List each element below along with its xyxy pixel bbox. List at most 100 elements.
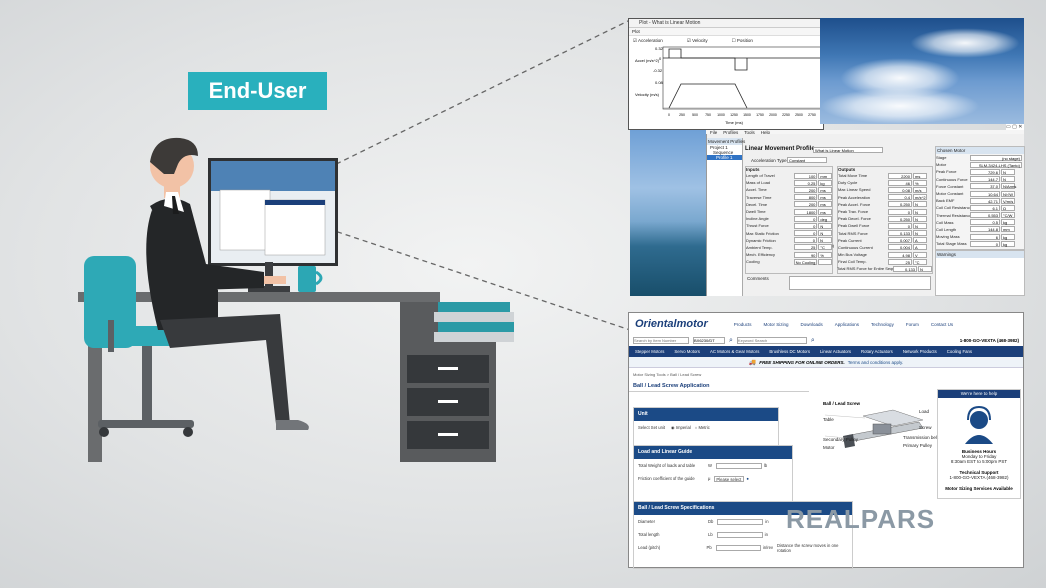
output-value[interactable]: 0: [888, 222, 912, 229]
input-value[interactable]: 200: [794, 201, 818, 208]
top-nav-link[interactable]: Motor Sizing: [763, 321, 789, 327]
diameter-input[interactable]: [717, 518, 764, 525]
shipping-terms-link[interactable]: Terms and conditions apply.: [847, 359, 904, 365]
output-unit[interactable]: °C: [913, 258, 927, 265]
tree-item[interactable]: Sequence: [713, 150, 734, 155]
lead-input[interactable]: [715, 544, 761, 551]
input-value[interactable]: 0: [794, 222, 818, 229]
input-unit[interactable]: mm: [818, 172, 832, 179]
radio-metric[interactable]: ○ Metric: [694, 425, 710, 430]
input-unit[interactable]: [818, 258, 832, 265]
category-nav-link[interactable]: Servo Motors: [674, 349, 700, 354]
info-icon[interactable]: ●: [746, 476, 749, 481]
menu-tools[interactable]: Tools: [744, 130, 755, 135]
output-value[interactable]: 0.007: [888, 237, 912, 244]
sizing-services[interactable]: Motor Sizing Services Available: [945, 486, 1013, 491]
category-nav-link[interactable]: Cooling Fans: [946, 349, 973, 354]
output-value[interactable]: 46: [888, 179, 912, 186]
output-unit[interactable]: N: [913, 201, 927, 208]
input-value[interactable]: 0: [794, 215, 818, 222]
output-unit[interactable]: m/s^2: [913, 194, 927, 201]
input-unit[interactable]: %: [818, 251, 832, 258]
menu-file[interactable]: File: [710, 130, 718, 135]
top-nav-link[interactable]: Technology: [871, 321, 894, 327]
output-unit[interactable]: N: [913, 222, 927, 229]
checkbox-velocity[interactable]: ☑ Velocity: [686, 38, 708, 43]
item-search-input[interactable]: [633, 337, 689, 344]
input-unit[interactable]: °C: [818, 244, 832, 251]
input-value[interactable]: 25: [794, 244, 818, 251]
input-unit[interactable]: ms: [818, 201, 832, 208]
top-nav-link[interactable]: Applications: [834, 321, 860, 327]
input-unit[interactable]: ms: [818, 186, 832, 193]
category-nav-link[interactable]: Network Products: [902, 349, 937, 354]
output-unit[interactable]: m/s: [913, 186, 927, 193]
output-unit[interactable]: N: [913, 230, 927, 237]
input-unit[interactable]: deg: [818, 215, 832, 222]
window-controls[interactable]: ▭ ▢ ✕: [1006, 124, 1024, 132]
input-value[interactable]: 200: [794, 186, 818, 193]
menu-help[interactable]: Help: [760, 130, 771, 135]
output-value[interactable]: 2200: [888, 172, 912, 179]
top-nav-link[interactable]: Contact Us: [930, 321, 954, 327]
output-unit[interactable]: V: [913, 251, 927, 258]
output-value[interactable]: 0.133: [888, 230, 912, 237]
input-value[interactable]: 1800: [794, 208, 818, 215]
plot-menu[interactable]: Plot: [629, 28, 823, 36]
friction-select[interactable]: Please select: [714, 475, 745, 482]
category-nav-link[interactable]: AC Motors & Gear Motors: [709, 349, 760, 354]
output-value[interactable]: 0.08: [888, 186, 912, 193]
output-unit[interactable]: A: [913, 237, 927, 244]
output-value[interactable]: 0.250: [888, 215, 912, 222]
input-unit[interactable]: ms: [818, 208, 832, 215]
model-select[interactable]: BX6230/DT: [693, 337, 725, 344]
radio-imperial[interactable]: ◉ Imperial: [671, 425, 691, 430]
input-value[interactable]: 90: [794, 251, 818, 258]
support-phone[interactable]: 1-800-GO-VEXTA (468-3982): [949, 475, 1009, 480]
breadcrumb[interactable]: Motor Sizing Tools > Ball / Lead Screw: [633, 372, 702, 377]
input-unit[interactable]: N: [818, 222, 832, 229]
input-unit[interactable]: kg: [818, 179, 832, 186]
search-icon[interactable]: ⌕: [729, 336, 733, 344]
profile-name-input[interactable]: What is Linear Motion: [813, 147, 883, 153]
top-nav-link[interactable]: Forum: [905, 321, 919, 327]
output-value[interactable]: 4.98: [888, 251, 912, 258]
length-input[interactable]: [716, 531, 763, 538]
output-value[interactable]: 0: [888, 208, 912, 215]
motor-field-value[interactable]: SLM-3424-LHS (Tanto): [970, 161, 1022, 168]
menu-profiles[interactable]: Profiles: [723, 130, 739, 135]
accel-type-select[interactable]: Constant: [787, 157, 827, 163]
weight-input[interactable]: [715, 462, 762, 469]
input-value[interactable]: No Cooling: [794, 258, 818, 265]
search-icon[interactable]: ⌕: [810, 336, 815, 344]
tree-item-selected[interactable]: Profile 1: [707, 155, 742, 160]
output-unit[interactable]: %: [913, 179, 927, 186]
input-value[interactable]: 0: [794, 230, 818, 237]
output-value[interactable]: 25: [888, 258, 912, 265]
input-unit[interactable]: N: [818, 230, 832, 237]
input-value[interactable]: 0.25: [794, 179, 818, 186]
category-nav-link[interactable]: Brushless DC Motors: [769, 349, 810, 354]
category-nav-link[interactable]: Linear Actuators: [819, 349, 852, 354]
output-value[interactable]: 0.4: [888, 194, 912, 201]
input-unit[interactable]: ms: [818, 194, 832, 201]
top-nav-link[interactable]: Products: [733, 321, 752, 327]
category-nav-link[interactable]: Rotary Actuators: [861, 349, 893, 354]
output-unit[interactable]: N: [913, 215, 927, 222]
input-value[interactable]: 100: [794, 172, 818, 179]
top-nav-link[interactable]: Downloads: [800, 321, 823, 327]
checkbox-acceleration[interactable]: ☑ Acceleration: [633, 38, 663, 43]
output-unit[interactable]: N: [913, 208, 927, 215]
output-unit[interactable]: ms: [913, 172, 927, 179]
input-unit[interactable]: N (kinetic): [818, 237, 834, 248]
keyword-search-input[interactable]: [736, 337, 807, 344]
checkbox-position[interactable]: ☐ Position: [731, 38, 753, 43]
input-value[interactable]: 800: [794, 194, 818, 201]
input-value[interactable]: 0: [793, 237, 817, 244]
comments-textarea[interactable]: [789, 276, 931, 290]
category-nav-link[interactable]: Stepper Motors: [635, 349, 665, 354]
motor-field-value[interactable]: (no stage): [970, 154, 1022, 161]
tree-item[interactable]: Project 1: [710, 145, 728, 150]
output-unit[interactable]: A: [913, 244, 927, 251]
output-value[interactable]: 0.004: [888, 244, 912, 251]
